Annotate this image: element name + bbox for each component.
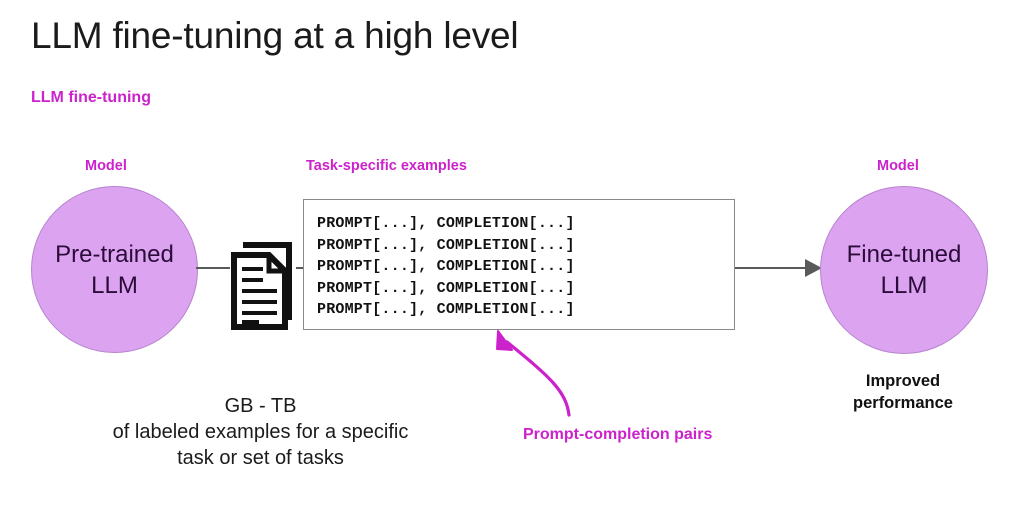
examples-box-text: PROMPT[...], COMPLETION[...] PROMPT[...]…	[317, 215, 575, 318]
caption-dataset-size: GB - TB	[224, 395, 297, 417]
label-task-specific-examples: Task-specific examples	[306, 158, 467, 174]
caption-improved-line1: Improved	[865, 372, 941, 390]
connector-model-to-documents	[196, 267, 230, 269]
caption-improved-performance: Improved performance	[823, 370, 983, 414]
curved-arrow-icon	[480, 325, 610, 420]
label-prompt-completion-pairs: Prompt-completion pairs	[523, 426, 713, 443]
caption-dataset: GB - TB of labeled examples for a specif…	[63, 393, 458, 471]
node-finetuned-llm-line1: Fine-tuned	[846, 241, 962, 268]
node-finetuned-llm: Fine-tuned LLM	[820, 186, 988, 354]
node-pretrained-llm: Pre-trained LLM	[31, 186, 198, 353]
caption-dataset-line3: task or set of tasks	[177, 447, 344, 469]
section-subtitle: LLM fine-tuning	[31, 89, 151, 106]
arrow-right-icon	[805, 259, 822, 277]
connector-documents-to-examples	[296, 267, 306, 269]
label-model-left: Model	[85, 158, 127, 174]
page-title: LLM fine-tuning at a high level	[31, 15, 519, 56]
connector-examples-to-finetuned	[735, 267, 813, 269]
node-pretrained-llm-line1: Pre-trained	[55, 240, 174, 268]
examples-box: PROMPT[...], COMPLETION[...] PROMPT[...]…	[303, 199, 735, 330]
node-pretrained-llm-line2: LLM	[91, 271, 138, 299]
caption-dataset-line2: of labeled examples for a specific	[112, 421, 409, 443]
label-model-right: Model	[877, 158, 919, 174]
documents-icon	[229, 241, 297, 331]
node-finetuned-llm-line2: LLM	[880, 272, 928, 299]
caption-improved-line2: performance	[853, 394, 953, 412]
